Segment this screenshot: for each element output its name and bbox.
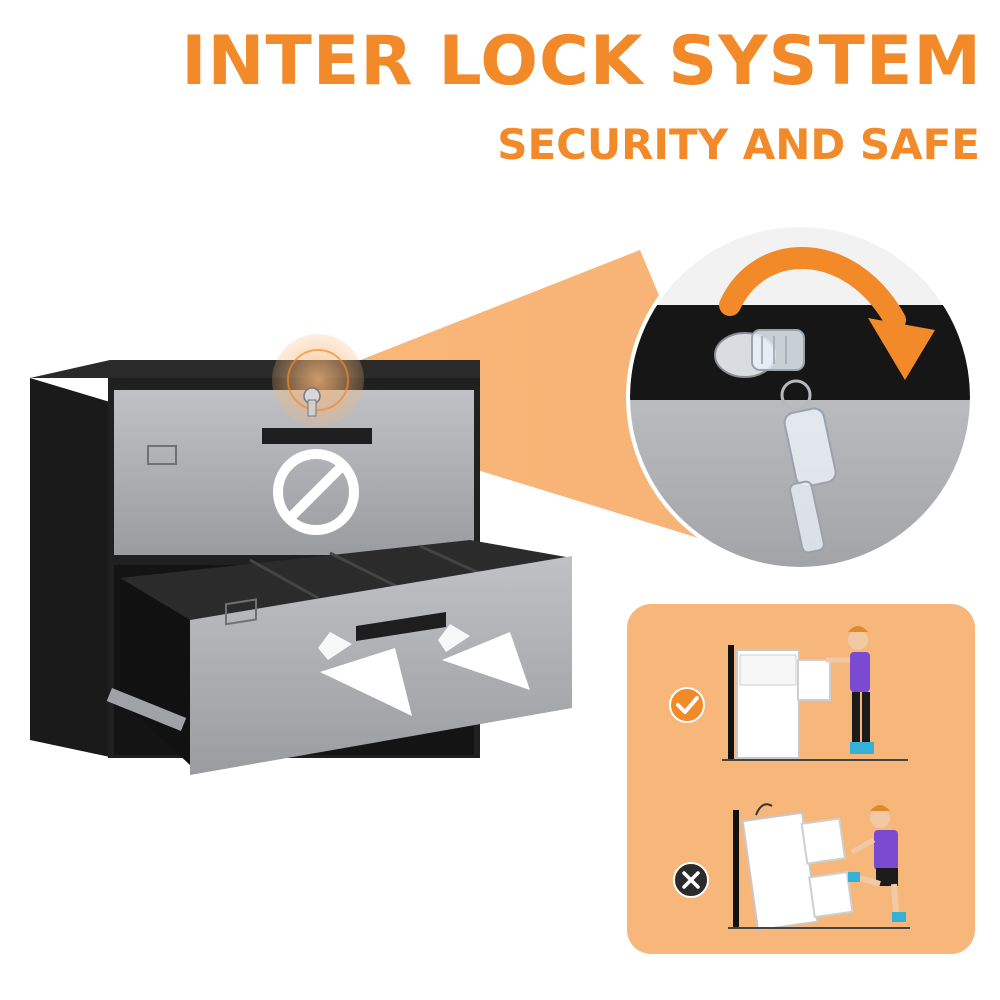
prohibited-icon: [273, 449, 359, 535]
rotate-arrow-icon: [719, 247, 935, 380]
filing-cabinet: [30, 334, 572, 775]
incorrect-usage-illustration: [728, 803, 910, 932]
lock-key-icon: [303, 387, 321, 417]
top-drawer-handle: [262, 428, 372, 444]
correct-usage-illustration: [722, 626, 908, 761]
safety-instruction-panel: [627, 604, 975, 954]
page-subtitle: SECURITY AND SAFE: [497, 120, 980, 169]
bottom-drawer-handle: [356, 612, 446, 641]
check-icon: [669, 687, 705, 723]
lock-highlight: [272, 334, 364, 426]
page-title: INTER LOCK SYSTEM: [181, 22, 982, 101]
top-drawer-label-holder: [147, 445, 177, 465]
pull-out-arrow-icon: [318, 624, 530, 716]
drawer-slide-rail: [106, 688, 187, 731]
bottom-drawer-label-holder: [225, 598, 257, 626]
lock-cylinder-icon: [714, 329, 805, 378]
key-icon: [780, 379, 837, 554]
cross-icon: [673, 862, 709, 898]
